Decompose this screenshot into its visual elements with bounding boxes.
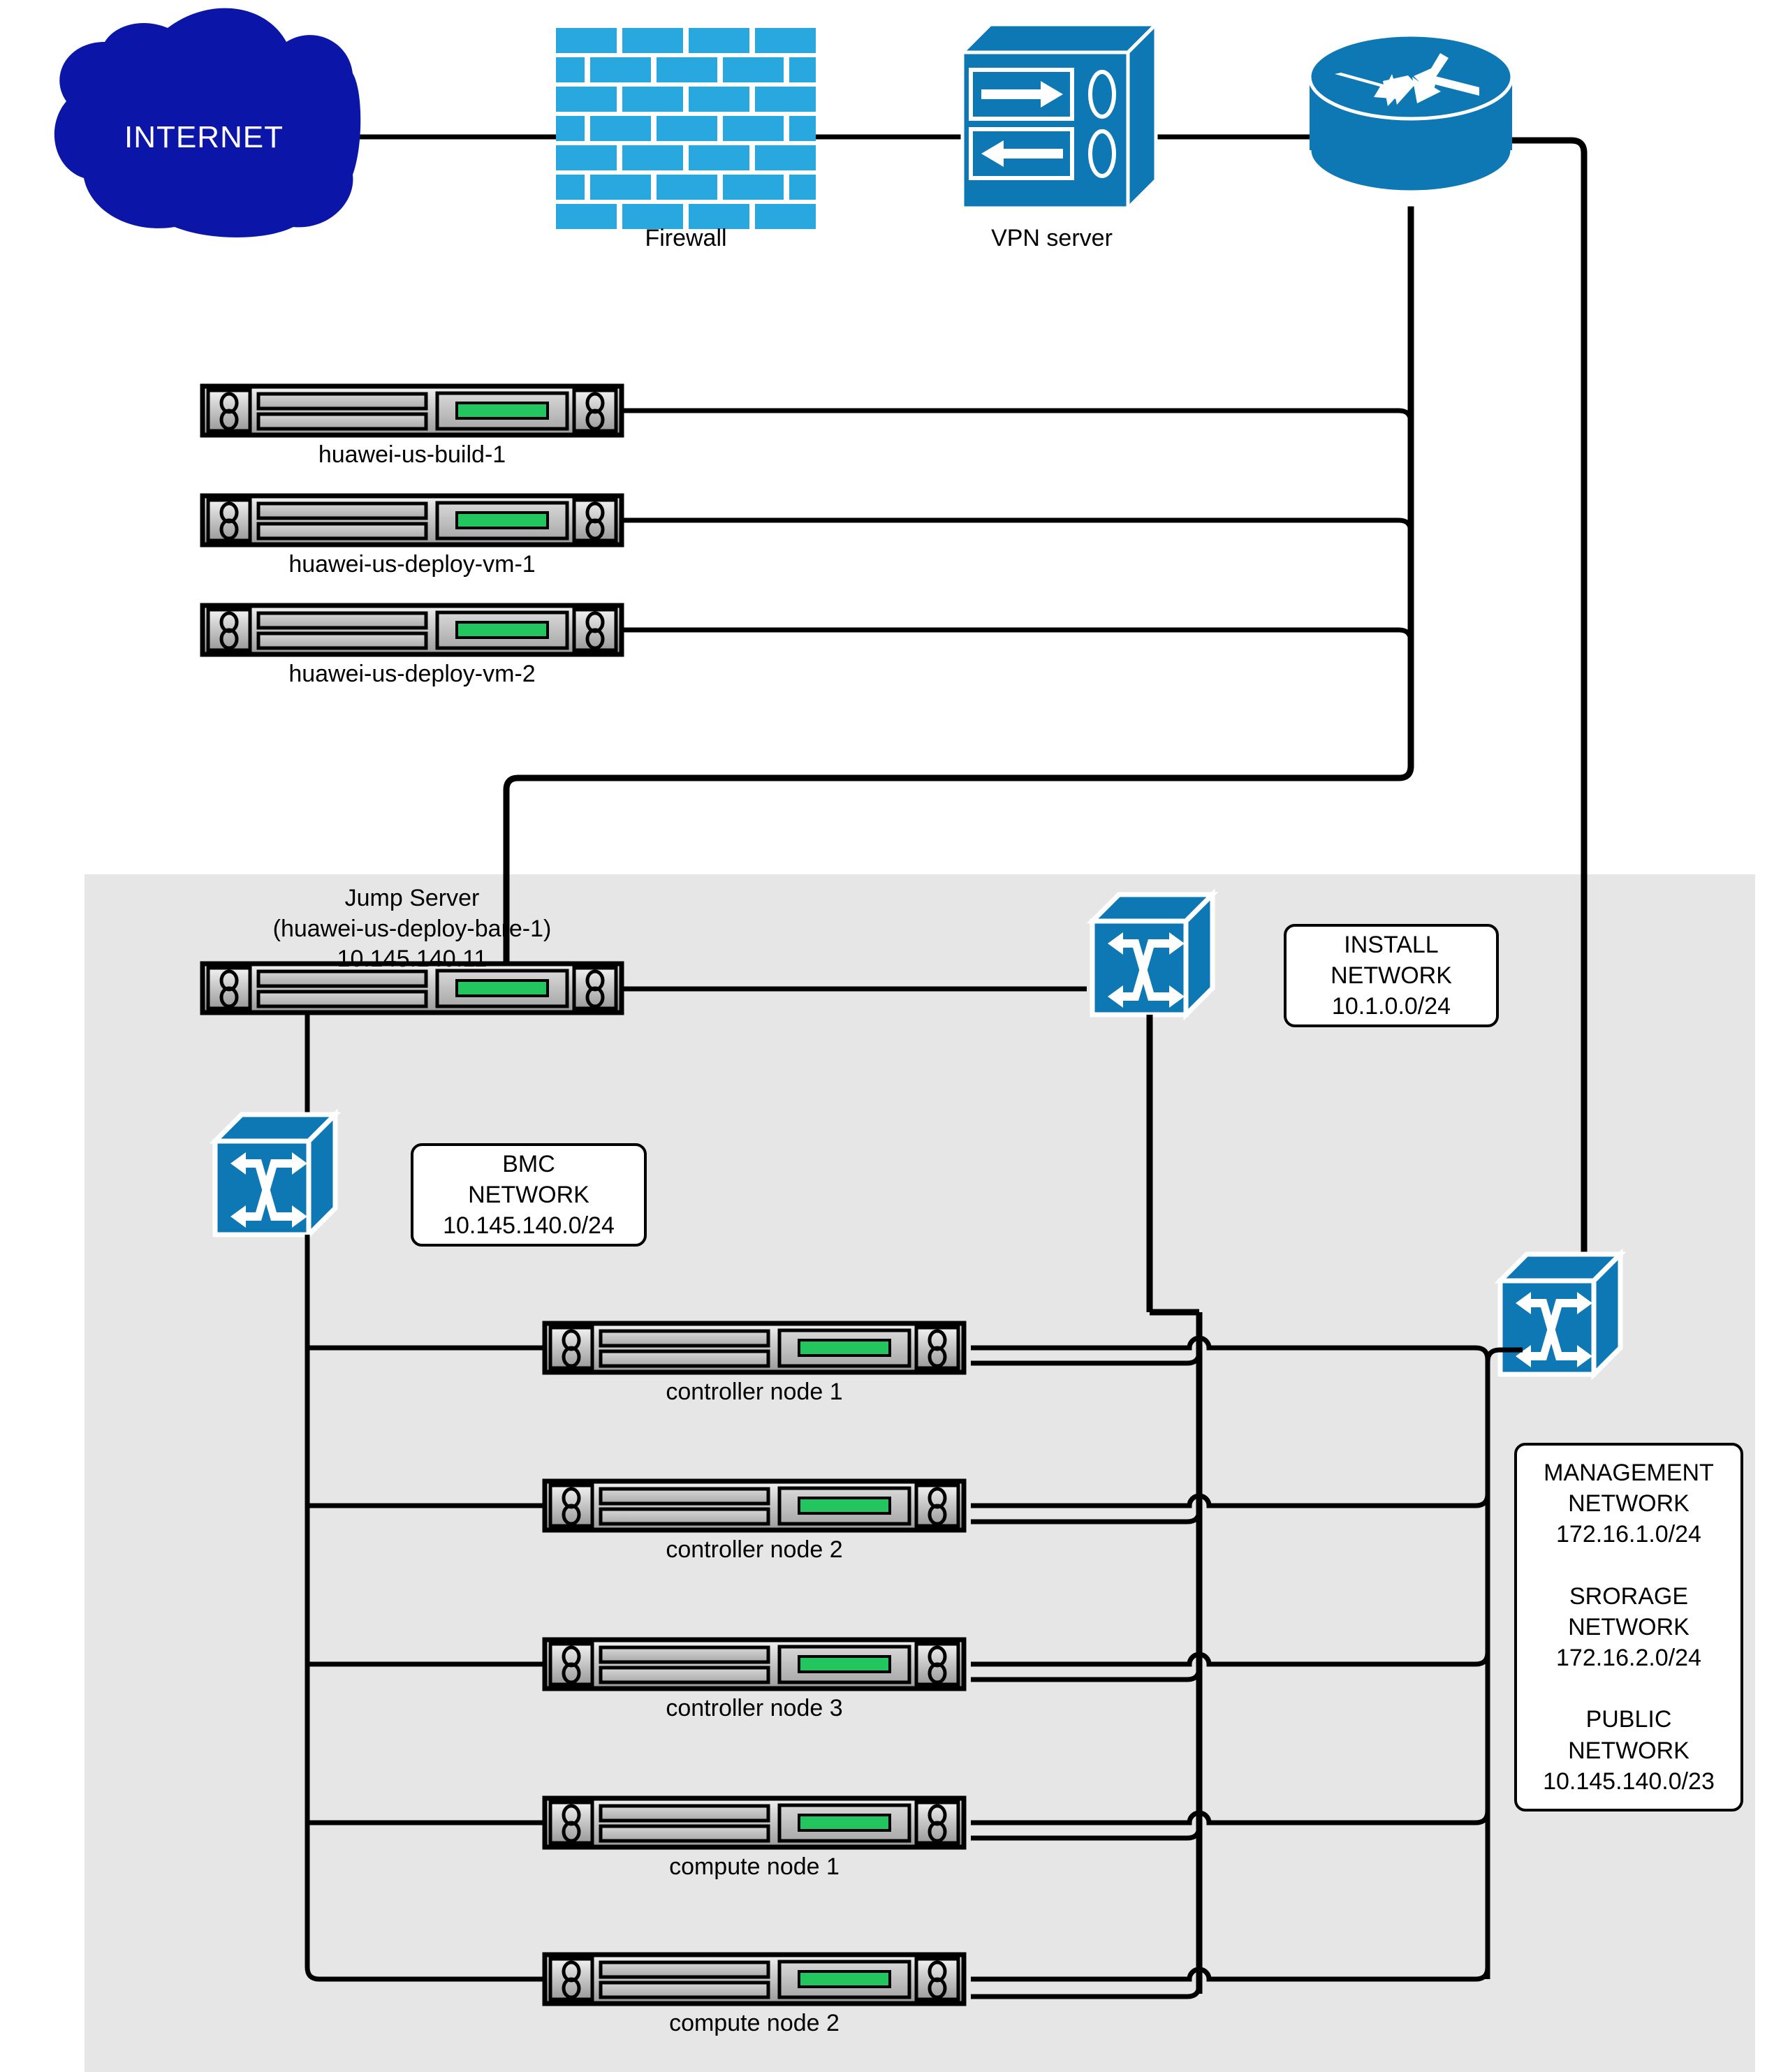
link-deployvm2-bus xyxy=(619,627,1414,645)
jump-server-label: Jump Server (huawei-us-deploy-bare-1) 10… xyxy=(272,885,552,973)
link-router-server-bus xyxy=(503,206,1414,967)
install-link-compute-1 xyxy=(971,1825,1202,1841)
server-huawei-us-deploy-vm-1 xyxy=(203,496,622,545)
install-link-controller-1 xyxy=(971,1351,1202,1366)
server-label-deploy-vm-1: huawei-us-deploy-vm-1 xyxy=(288,551,536,578)
internet-label: INTERNET xyxy=(124,120,284,154)
node-label-controller-node-1: controller node 1 xyxy=(666,1379,843,1405)
server-controller-node-3 xyxy=(545,1640,964,1689)
link-build1-bus xyxy=(619,408,1414,425)
mgmt-link-controller-3 xyxy=(971,1652,1490,1667)
install-network-box: INSTALL NETWORK 10.1.0.0/24 xyxy=(1284,924,1499,1027)
link-deployvm1-bus xyxy=(619,517,1414,535)
firewall-brick-icon xyxy=(556,28,816,229)
node-label-controller-node-3: controller node 3 xyxy=(666,1695,843,1721)
mgmt-link-compute-1 xyxy=(971,1810,1490,1825)
datacenter-zone xyxy=(85,874,1755,2072)
bmc-network-box: BMC NETWORK 10.145.140.0/24 xyxy=(411,1143,647,1247)
server-compute-node-1 xyxy=(545,1798,964,1847)
install-switch-icon xyxy=(1092,895,1212,1015)
mgmt-link-compute-2 xyxy=(971,1967,1490,1982)
server-huawei-us-deploy-vm-2 xyxy=(203,605,622,654)
vpn-server-label: VPN server xyxy=(991,225,1113,251)
server-controller-node-1 xyxy=(545,1323,964,1372)
server-huawei-us-build-1 xyxy=(203,386,622,435)
router-icon xyxy=(1307,33,1514,194)
management-network-box: MANAGEMENT NETWORK 172.16.1.0/24 SRORAGE… xyxy=(1514,1443,1743,1812)
install-link-compute-2 xyxy=(971,1984,1202,1999)
vpn-server-icon xyxy=(958,20,1161,213)
server-compute-node-2 xyxy=(545,1955,964,2004)
bmc-bus-trunk xyxy=(305,1235,546,1982)
server-label-deploy-vm-2: huawei-us-deploy-vm-2 xyxy=(288,661,536,687)
management-switch-icon xyxy=(1500,1254,1620,1374)
server-controller-node-2 xyxy=(545,1481,964,1530)
node-label-compute-node-1: compute node 1 xyxy=(669,1853,840,1880)
cloud-icon xyxy=(54,8,361,237)
node-label-compute-node-2: compute node 2 xyxy=(669,2010,840,2036)
install-link-controller-2 xyxy=(971,1509,1202,1524)
mgmt-link-controller-1 xyxy=(971,1335,1490,1369)
node-label-controller-node-2: controller node 2 xyxy=(666,1536,843,1563)
install-link-controller-3 xyxy=(971,1667,1202,1682)
server-label-build-1: huawei-us-build-1 xyxy=(318,441,506,468)
mgmt-bus-trunk xyxy=(1485,1347,1523,1979)
bmc-switch-icon xyxy=(215,1115,335,1235)
firewall-label: Firewall xyxy=(645,225,727,251)
